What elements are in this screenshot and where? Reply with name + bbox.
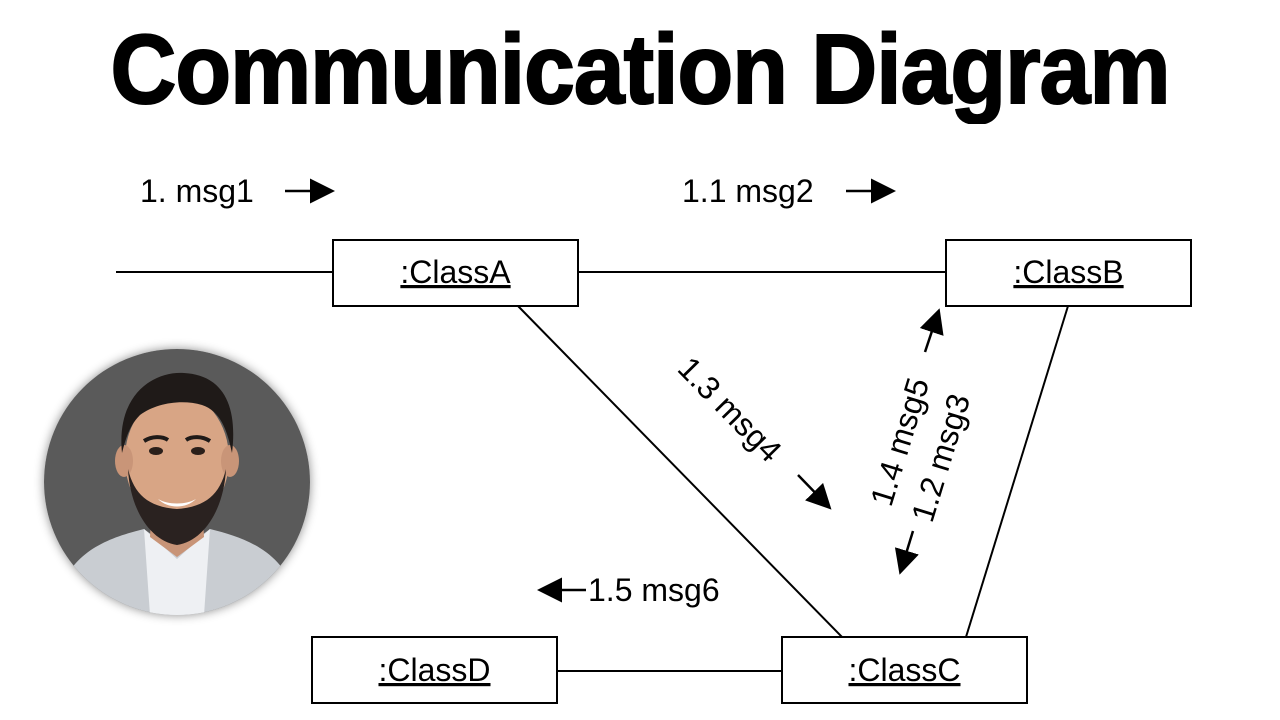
message-msg6-label: 1.5 msg6 <box>588 572 720 608</box>
object-classC[interactable]: :ClassC <box>781 636 1028 704</box>
link-classA-classC <box>517 305 843 638</box>
message-msg1-label: 1. msg1 <box>140 173 254 209</box>
presenter-avatar <box>44 349 310 615</box>
message-msg3-arrow <box>894 530 919 575</box>
object-classC-label: :ClassC <box>848 652 960 688</box>
presenter-photo <box>44 349 310 615</box>
object-classA-label: :ClassA <box>400 254 511 290</box>
object-classB[interactable]: :ClassB <box>945 239 1192 307</box>
object-classD[interactable]: :ClassD <box>311 636 558 704</box>
object-classD-label: :ClassD <box>378 652 490 688</box>
message-msg4-arrow <box>797 474 832 510</box>
object-classA[interactable]: :ClassA <box>332 239 579 307</box>
link-classB-classC <box>965 305 1069 638</box>
object-classB-label: :ClassB <box>1013 254 1123 290</box>
message-msg4-label: 1.3 msg4 <box>671 350 789 469</box>
message-msg2-label: 1.1 msg2 <box>682 173 814 209</box>
page-title: Communication Diagram <box>110 13 1172 125</box>
message-msg5-arrow <box>919 308 944 353</box>
